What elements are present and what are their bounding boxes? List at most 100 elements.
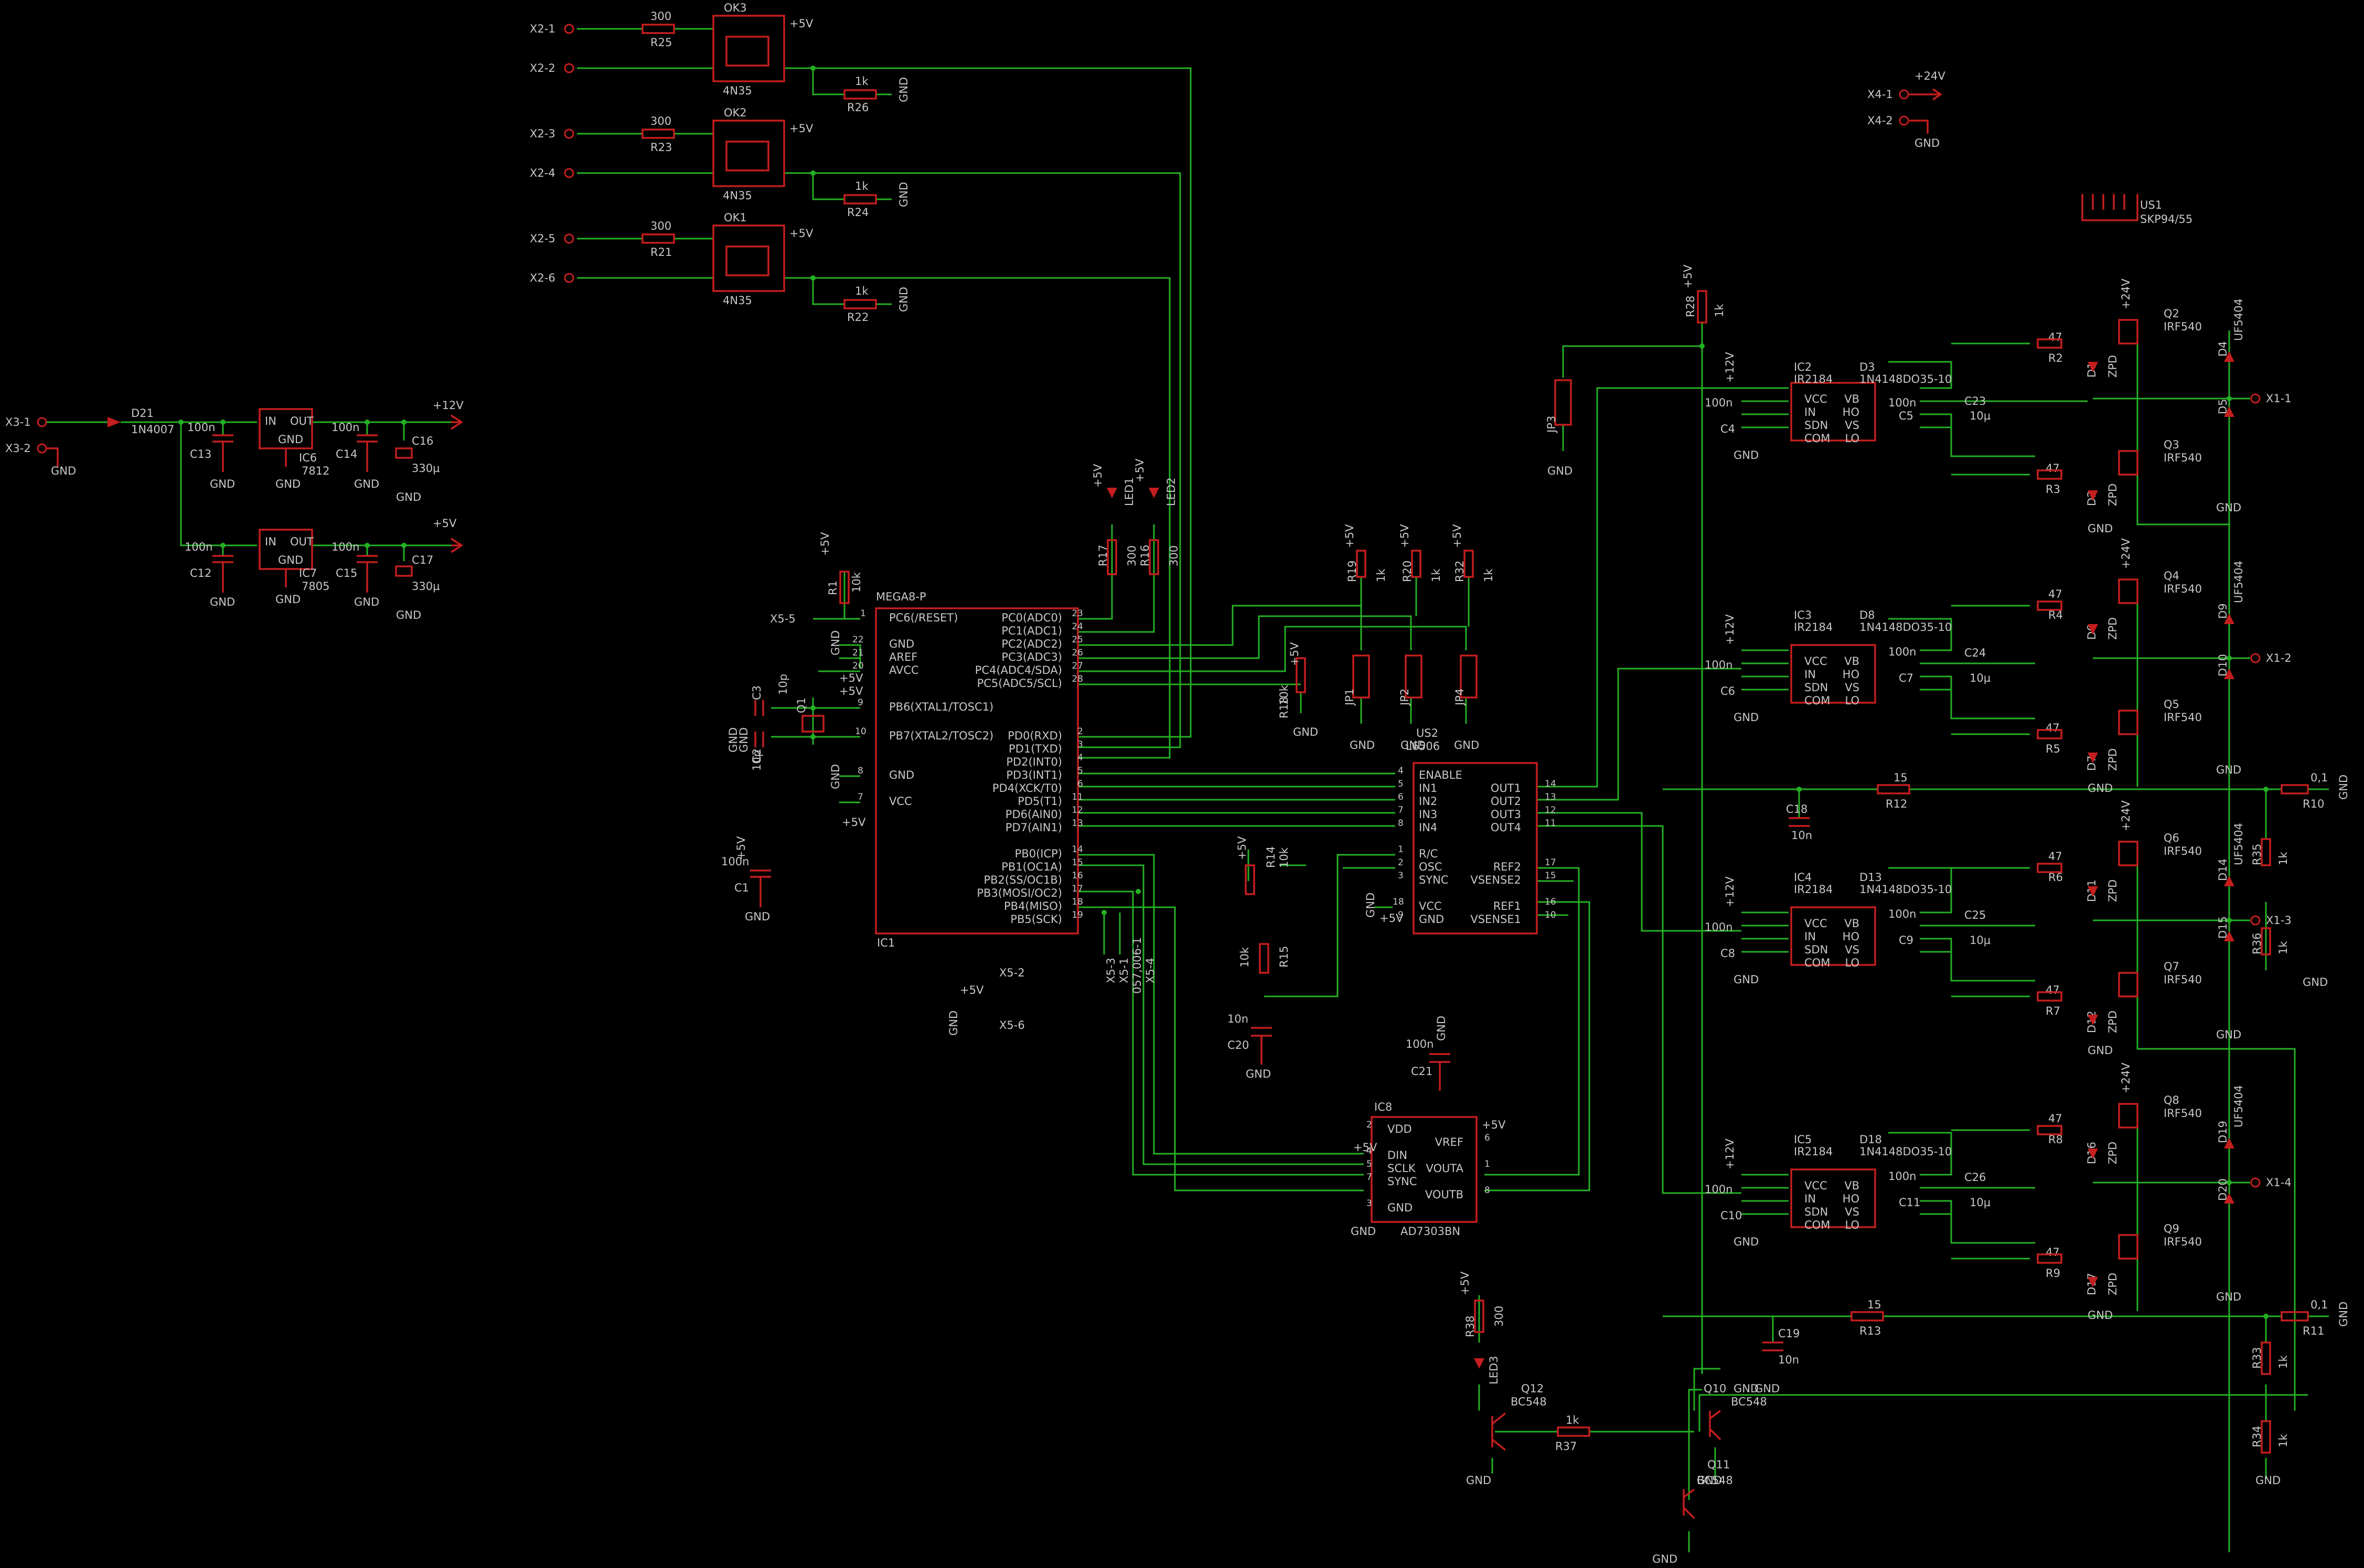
svg-text:GND: GND bbox=[737, 727, 750, 753]
svg-text:GND: GND bbox=[2303, 976, 2328, 989]
svg-text:OSC: OSC bbox=[1419, 861, 1442, 873]
svg-text:1k: 1k bbox=[855, 285, 869, 297]
jumper-group: R19 1k R20 1k R32 1k +5V +5V +5V JP1 JP2… bbox=[1278, 524, 1495, 751]
enable-network: R28 1k +5V JP3 GND bbox=[1545, 264, 1726, 477]
svg-text:IRF540: IRF540 bbox=[2164, 845, 2202, 857]
svg-text:GND: GND bbox=[2088, 782, 2113, 794]
svg-text:OUT3: OUT3 bbox=[1491, 808, 1521, 821]
svg-text:SCLK: SCLK bbox=[1387, 1162, 1416, 1175]
svg-text:10µ: 10µ bbox=[1970, 672, 1991, 684]
svg-text:47: 47 bbox=[2046, 722, 2060, 734]
svg-text:X1-3: X1-3 bbox=[2266, 914, 2292, 927]
svg-text:10µ: 10µ bbox=[1970, 410, 1991, 422]
svg-text:2: 2 bbox=[1398, 857, 1404, 868]
svg-text:C15: C15 bbox=[336, 567, 357, 579]
svg-text:PC5(ADC5/SCL): PC5(ADC5/SCL) bbox=[977, 677, 1062, 690]
svg-text:47: 47 bbox=[2046, 462, 2060, 475]
svg-text:IC8: IC8 bbox=[1374, 1101, 1392, 1113]
svg-text:100n: 100n bbox=[185, 541, 212, 553]
svg-text:IN2: IN2 bbox=[1419, 795, 1437, 808]
svg-text:47: 47 bbox=[2048, 850, 2062, 863]
svg-text:+5V: +5V bbox=[433, 517, 457, 530]
svg-text:10k: 10k bbox=[850, 572, 863, 593]
svg-text:C25: C25 bbox=[1964, 909, 1986, 921]
svg-text:+5V: +5V bbox=[789, 17, 814, 30]
svg-text:4: 4 bbox=[1398, 766, 1404, 776]
svg-text:LO: LO bbox=[1845, 432, 1859, 445]
svg-text:+24V: +24V bbox=[2120, 278, 2132, 309]
svg-text:GND: GND bbox=[897, 182, 910, 207]
svg-text:GND: GND bbox=[1435, 1016, 1448, 1041]
svg-text:VSENSE2: VSENSE2 bbox=[1470, 874, 1521, 886]
svg-text:GND: GND bbox=[275, 593, 301, 606]
svg-text:D15: D15 bbox=[2217, 916, 2229, 939]
svg-text:100n: 100n bbox=[331, 541, 359, 553]
svg-text:C6: C6 bbox=[1720, 685, 1735, 697]
svg-text:Q9: Q9 bbox=[2164, 1222, 2179, 1235]
svg-text:GND: GND bbox=[1351, 1225, 1376, 1238]
svg-text:+24V: +24V bbox=[1914, 70, 1945, 82]
svg-text:R23: R23 bbox=[650, 141, 672, 154]
svg-text:15: 15 bbox=[1545, 871, 1556, 881]
svg-text:1: 1 bbox=[1484, 1159, 1490, 1169]
svg-text:100n: 100n bbox=[1888, 1170, 1916, 1183]
svg-text:VOUTB: VOUTB bbox=[1425, 1188, 1463, 1201]
svg-text:GND: GND bbox=[2216, 1291, 2241, 1303]
svg-text:IRF540: IRF540 bbox=[2164, 1236, 2202, 1248]
svg-text:PB1(OC1A): PB1(OC1A) bbox=[1001, 861, 1062, 873]
svg-text:R38: R38 bbox=[1464, 1316, 1477, 1337]
svg-text:300: 300 bbox=[1126, 545, 1138, 566]
svg-text:7: 7 bbox=[1366, 1172, 1372, 1183]
svg-text:ZPD: ZPD bbox=[2106, 484, 2119, 506]
svg-text:1k: 1k bbox=[855, 75, 869, 88]
svg-text:X2-5: X2-5 bbox=[530, 232, 555, 245]
svg-text:15: 15 bbox=[1867, 1298, 1881, 1311]
svg-text:10p: 10p bbox=[777, 674, 789, 695]
svg-text:IN1: IN1 bbox=[1419, 782, 1437, 794]
svg-text:R7: R7 bbox=[2046, 1005, 2060, 1017]
svg-text:US1: US1 bbox=[2140, 199, 2162, 211]
svg-text:1k: 1k bbox=[2277, 1355, 2290, 1369]
svg-text:X2-6: X2-6 bbox=[530, 272, 555, 284]
svg-text:GND: GND bbox=[278, 554, 303, 566]
svg-text:REF2: REF2 bbox=[1493, 861, 1521, 873]
svg-text:22: 22 bbox=[852, 635, 864, 645]
svg-text:11: 11 bbox=[1072, 792, 1083, 802]
svg-text:+5V: +5V bbox=[1353, 1141, 1377, 1154]
svg-text:PB4(MISO): PB4(MISO) bbox=[1004, 900, 1062, 912]
svg-text:OUT2: OUT2 bbox=[1491, 795, 1521, 808]
svg-text:+12V: +12V bbox=[1724, 1139, 1736, 1169]
svg-text:21: 21 bbox=[852, 648, 864, 658]
svg-text:GND: GND bbox=[1454, 739, 1479, 751]
svg-text:ZPD: ZPD bbox=[2106, 355, 2119, 378]
svg-text:JP3: JP3 bbox=[1545, 416, 1558, 434]
svg-text:R5: R5 bbox=[2046, 743, 2060, 755]
svg-text:100n: 100n bbox=[1705, 1183, 1732, 1196]
svg-text:IN3: IN3 bbox=[1419, 808, 1437, 821]
svg-text:6: 6 bbox=[1484, 1133, 1490, 1143]
svg-text:R17: R17 bbox=[1097, 545, 1109, 566]
svg-text:GND: GND bbox=[396, 491, 421, 503]
svg-text:+12V: +12V bbox=[1724, 876, 1736, 907]
svg-text:D8: D8 bbox=[1859, 609, 1875, 621]
svg-text:AREF: AREF bbox=[889, 651, 917, 663]
svg-text:R4: R4 bbox=[2048, 609, 2063, 621]
svg-text:ZPD: ZPD bbox=[2106, 879, 2119, 902]
svg-text:1k: 1k bbox=[1375, 568, 1387, 582]
svg-text:Q5: Q5 bbox=[2164, 698, 2179, 711]
svg-text:5: 5 bbox=[1077, 766, 1083, 776]
svg-text:IN: IN bbox=[1804, 1193, 1816, 1205]
svg-text:PC2(ADC2): PC2(ADC2) bbox=[1001, 638, 1062, 650]
svg-text:VS: VS bbox=[1845, 1206, 1859, 1218]
svg-text:C23: C23 bbox=[1964, 395, 1986, 407]
svg-text:SYNC: SYNC bbox=[1419, 874, 1449, 886]
svg-text:GND: GND bbox=[745, 910, 770, 923]
svg-text:GND: GND bbox=[275, 478, 301, 490]
svg-text:GND: GND bbox=[2088, 522, 2113, 535]
svg-text:R36: R36 bbox=[2251, 933, 2263, 954]
svg-text:C14: C14 bbox=[336, 448, 357, 460]
